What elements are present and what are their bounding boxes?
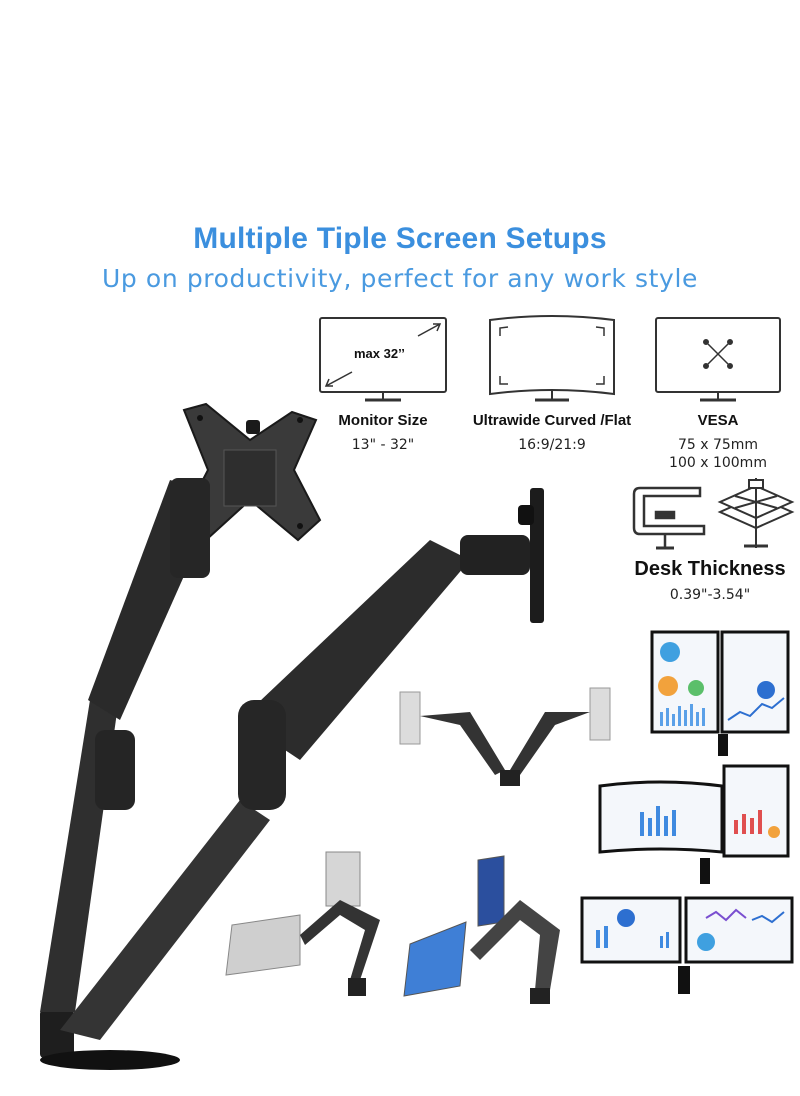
curved-value: 16:9/21:9 bbox=[518, 437, 586, 453]
curved-label: Ultrawide Curved /Flat bbox=[472, 412, 632, 429]
page-subtitle: Up on productivity, perfect for any work… bbox=[102, 264, 698, 293]
stacked-setup-thumbnail bbox=[403, 855, 560, 1004]
desk-thickness-label: Desk Thickness bbox=[634, 558, 786, 580]
dashboard-setup-thumbnail-3 bbox=[580, 896, 794, 994]
vesa-icon bbox=[655, 317, 781, 402]
monitor-size-label: Monitor Size bbox=[338, 412, 428, 429]
side-view-setup-thumbnail bbox=[399, 687, 611, 786]
dashboard-setup-thumbnail-1 bbox=[650, 630, 790, 756]
monitor-size-value: 13" - 32" bbox=[351, 437, 415, 453]
rotate-setup-thumbnail bbox=[225, 851, 380, 996]
grommet-mount-icon bbox=[717, 478, 795, 548]
vesa-value-2: 100 x 100mm bbox=[669, 455, 767, 471]
dual-monitor-arm-image bbox=[40, 402, 544, 1070]
monitor-size-icon bbox=[319, 317, 447, 402]
page-title: Multiple Tiple Screen Setups bbox=[193, 222, 607, 255]
curved-monitor-icon bbox=[489, 315, 615, 402]
dashboard-setup-thumbnail-2 bbox=[598, 764, 790, 884]
desk-thickness-value: 0.39"-3.54" bbox=[669, 587, 751, 603]
vesa-value-1: 75 x 75mm bbox=[677, 437, 759, 453]
vesa-label: VESA bbox=[697, 412, 739, 429]
monitor-size-icon-text: max 32’’ bbox=[354, 346, 405, 361]
desk-clamp-icon bbox=[632, 486, 706, 550]
